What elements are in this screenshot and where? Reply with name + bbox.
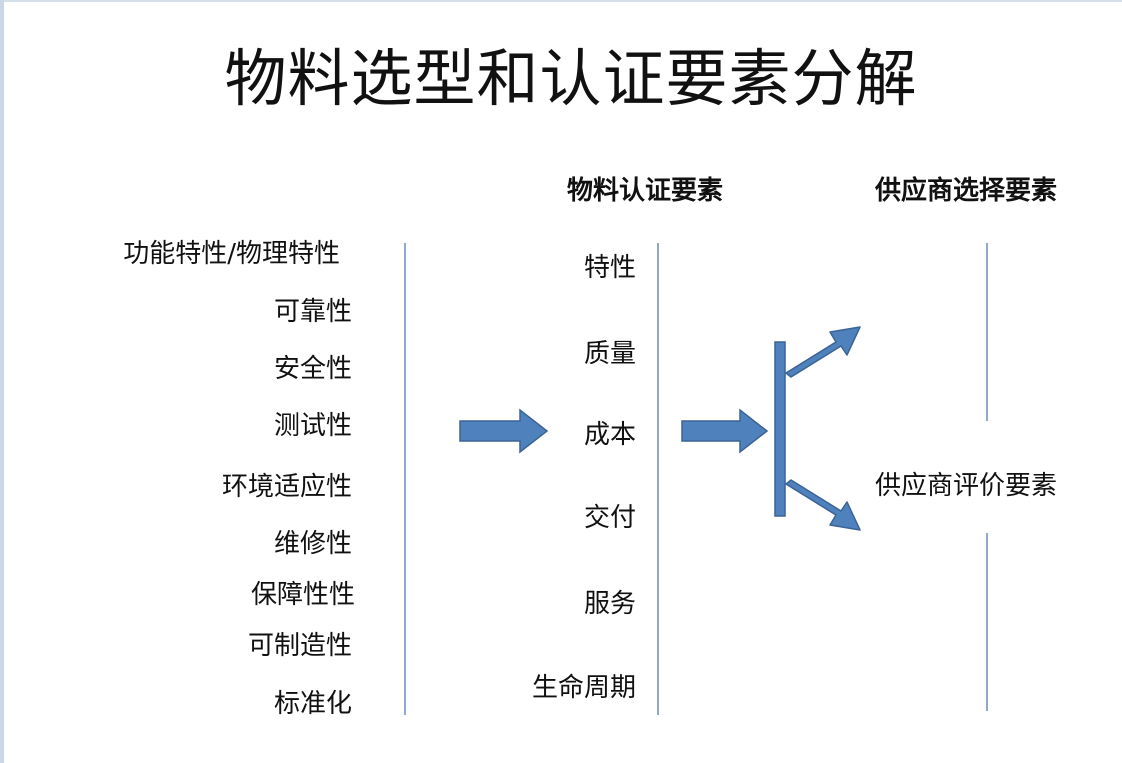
slide-left-edge [0,0,4,763]
header-supplier-select: 供应商选择要素 [875,176,1058,206]
list-item: 功能特性/物理特性 [123,239,340,269]
list-item: 质量 [583,339,636,369]
list-item: 交付 [583,503,636,533]
arrow-right-icon [459,408,549,454]
list-item: 标准化 [273,689,352,719]
divider-line-left [404,243,406,715]
branch-bar [774,341,786,517]
arrow-right-icon [681,408,769,454]
divider-line-right-bottom [986,533,988,711]
divider-line-middle [657,243,659,715]
list-item: 可制造性 [247,631,352,661]
list-item: 维修性 [273,529,352,559]
list-item: 保障性性 [250,580,355,610]
list-item: 安全性 [273,354,352,384]
list-item: 生命周期 [531,673,636,703]
divider-line-right-top [986,243,988,421]
list-item: 服务 [583,589,636,619]
slide-top-edge [0,0,1122,2]
list-item: 特性 [583,253,636,283]
list-item: 成本 [583,420,636,450]
list-item: 测试性 [273,411,352,441]
arrow-up-right-icon [785,326,861,378]
list-item: 可靠性 [273,297,352,327]
list-item: 环境适应性 [221,472,352,502]
header-material-cert: 物料认证要素 [567,176,724,206]
arrow-down-right-icon [785,479,861,531]
supplier-evaluation-label: 供应商评价要素 [875,471,1058,501]
page-title: 物料选型和认证要素分解 [224,42,918,115]
